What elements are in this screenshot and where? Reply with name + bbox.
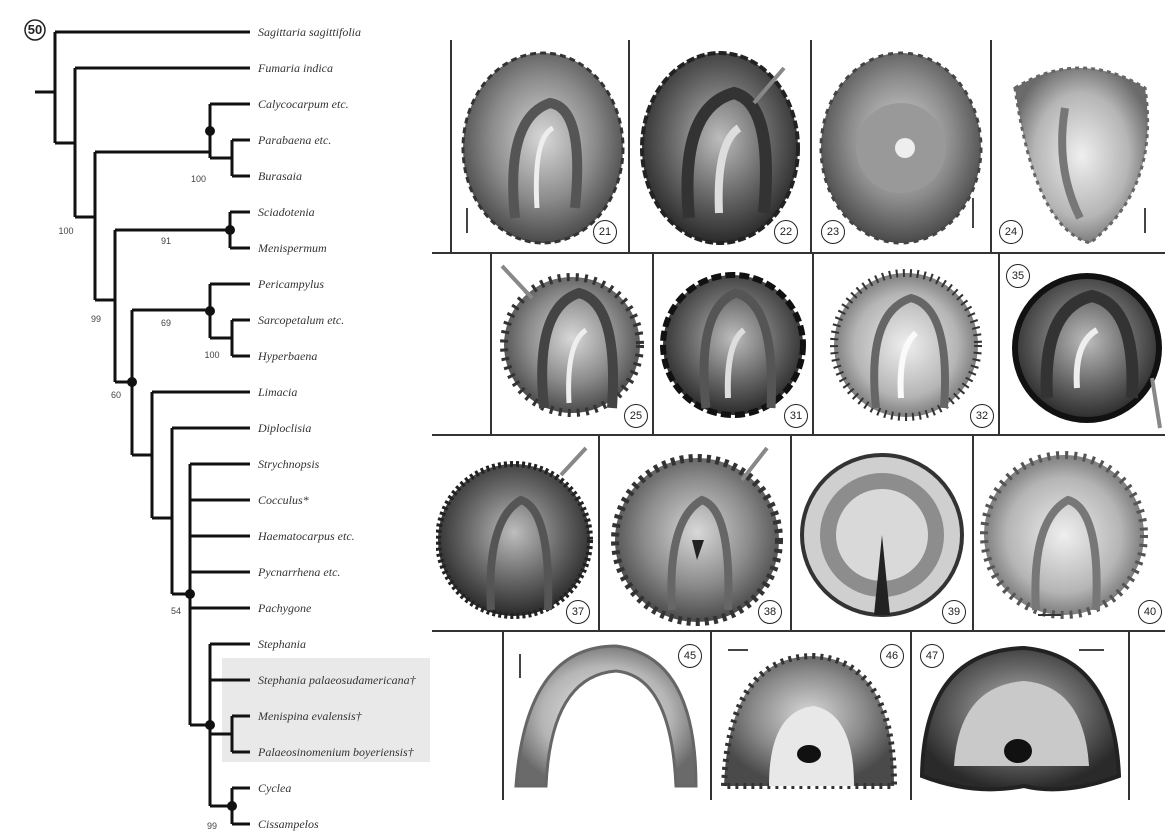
taxon-label: Menispermum	[257, 241, 327, 255]
plate-column-divider	[910, 632, 912, 800]
taxon-label: Sagittaria sagittifolia	[258, 25, 361, 39]
taxon-label: Haematocarpus etc.	[257, 529, 355, 543]
taxon-label: Burasaia	[258, 169, 302, 183]
seed-section-image	[815, 48, 987, 248]
panel-number: 37	[566, 600, 590, 624]
taxon-label: Stephania palaeosudamericana†	[258, 673, 417, 687]
taxon-label: Cyclea	[258, 781, 291, 795]
panel-number: 21	[593, 220, 617, 244]
taxon-label: Limacia	[257, 385, 297, 399]
support-value: 100	[204, 350, 219, 360]
panel-number: 24	[999, 220, 1023, 244]
panel-number: 46	[880, 644, 904, 668]
panel-number: 38	[758, 600, 782, 624]
support-value: 91	[161, 236, 171, 246]
seed-section-image	[634, 48, 806, 248]
taxon-label: Palaeosinomenium boyeriensis†	[257, 745, 415, 759]
support-value: 54	[171, 606, 181, 616]
plate-column-divider	[490, 254, 492, 434]
taxon-label: Pericampylus	[257, 277, 324, 291]
seed-section-image	[455, 48, 625, 248]
panel-number: 32	[970, 404, 994, 428]
plate-column-divider	[810, 40, 812, 252]
panel-number: 39	[942, 600, 966, 624]
plate-column-divider	[652, 254, 654, 434]
micrograph-panel: 22	[634, 48, 806, 248]
taxon-label: Calycocarpum etc.	[258, 97, 349, 111]
micrograph-panel: 37	[436, 440, 596, 628]
seed-section-image	[436, 440, 596, 628]
seed-section-image	[794, 440, 970, 628]
phylogenetic-tree: 50	[0, 0, 440, 835]
micrograph-panel: 25	[494, 258, 650, 432]
taxon-label: Parabaena etc.	[257, 133, 331, 147]
plate-column-divider	[598, 436, 600, 630]
micrograph-panel: 21	[455, 48, 625, 248]
plate-column-divider	[790, 436, 792, 630]
plate-column-divider	[972, 436, 974, 630]
taxon-label: Menispina evalensis†	[257, 709, 363, 723]
taxon-label: Stephania	[258, 637, 306, 651]
taxon-label: Sarcopetalum etc.	[258, 313, 344, 327]
panel-number: 22	[774, 220, 798, 244]
seed-section-image	[714, 636, 908, 798]
figure-label: 50	[28, 22, 42, 37]
taxon-label: Sciadotenia	[258, 205, 315, 219]
micrograph-panel: 32	[816, 258, 996, 432]
micrograph-panel: 38	[602, 440, 788, 628]
micrograph-panel: 47	[914, 636, 1126, 798]
plate-row-divider	[432, 630, 1165, 632]
plate-column-divider	[628, 40, 630, 252]
support-value: 60	[111, 390, 121, 400]
seed-section-image	[914, 636, 1126, 798]
plate-column-divider	[998, 254, 1000, 434]
micrograph-panel: 40	[976, 440, 1164, 628]
seed-section-image	[816, 258, 996, 432]
plate-column-divider	[990, 40, 992, 252]
support-value: 100	[58, 226, 73, 236]
micrograph-panel: 24	[995, 48, 1163, 248]
tree-branches	[35, 32, 250, 824]
plate-column-divider	[1128, 632, 1130, 800]
panel-number: 25	[624, 404, 648, 428]
micrograph-panel: 35	[1002, 258, 1165, 432]
plate-column-divider	[710, 632, 712, 800]
taxon-label: Cocculus*	[258, 493, 309, 507]
taxon-label: Hyperbaena	[257, 349, 317, 363]
plate-column-divider	[502, 632, 504, 800]
panel-number: 23	[821, 220, 845, 244]
seed-section-image	[494, 258, 650, 432]
seed-section-image	[995, 48, 1163, 248]
support-value: 99	[91, 314, 101, 324]
taxon-label: Pachygone	[257, 601, 312, 615]
micrograph-panel: 46	[714, 636, 908, 798]
support-value: 99	[207, 821, 217, 831]
plate-row-divider	[432, 434, 1165, 436]
panel-number: 47	[920, 644, 944, 668]
taxon-label: Strychnopsis	[258, 457, 320, 471]
taxon-label: Pycnarrhena etc.	[257, 565, 340, 579]
panel-number: 45	[678, 644, 702, 668]
plate-column-divider	[450, 40, 452, 252]
micrograph-panel: 39	[794, 440, 970, 628]
support-value: 69	[161, 318, 171, 328]
taxon-label: Diploclisia	[257, 421, 311, 435]
panel-number: 40	[1138, 600, 1162, 624]
panel-number: 31	[784, 404, 808, 428]
taxon-label: Fumaria indica	[257, 61, 333, 75]
plate-column-divider	[812, 254, 814, 434]
taxon-label: Cissampelos	[258, 817, 319, 831]
seed-section-image	[656, 258, 810, 432]
support-value: 100	[191, 174, 206, 184]
micrograph-panel: 31	[656, 258, 810, 432]
micrograph-panel: 45	[506, 636, 708, 798]
micrograph-panel: 23	[815, 48, 987, 248]
panel-number: 35	[1006, 264, 1030, 288]
plate-row-divider	[432, 252, 1165, 254]
seed-section-image	[976, 440, 1164, 628]
seed-section-image	[602, 440, 788, 628]
seed-section-image	[506, 636, 708, 798]
